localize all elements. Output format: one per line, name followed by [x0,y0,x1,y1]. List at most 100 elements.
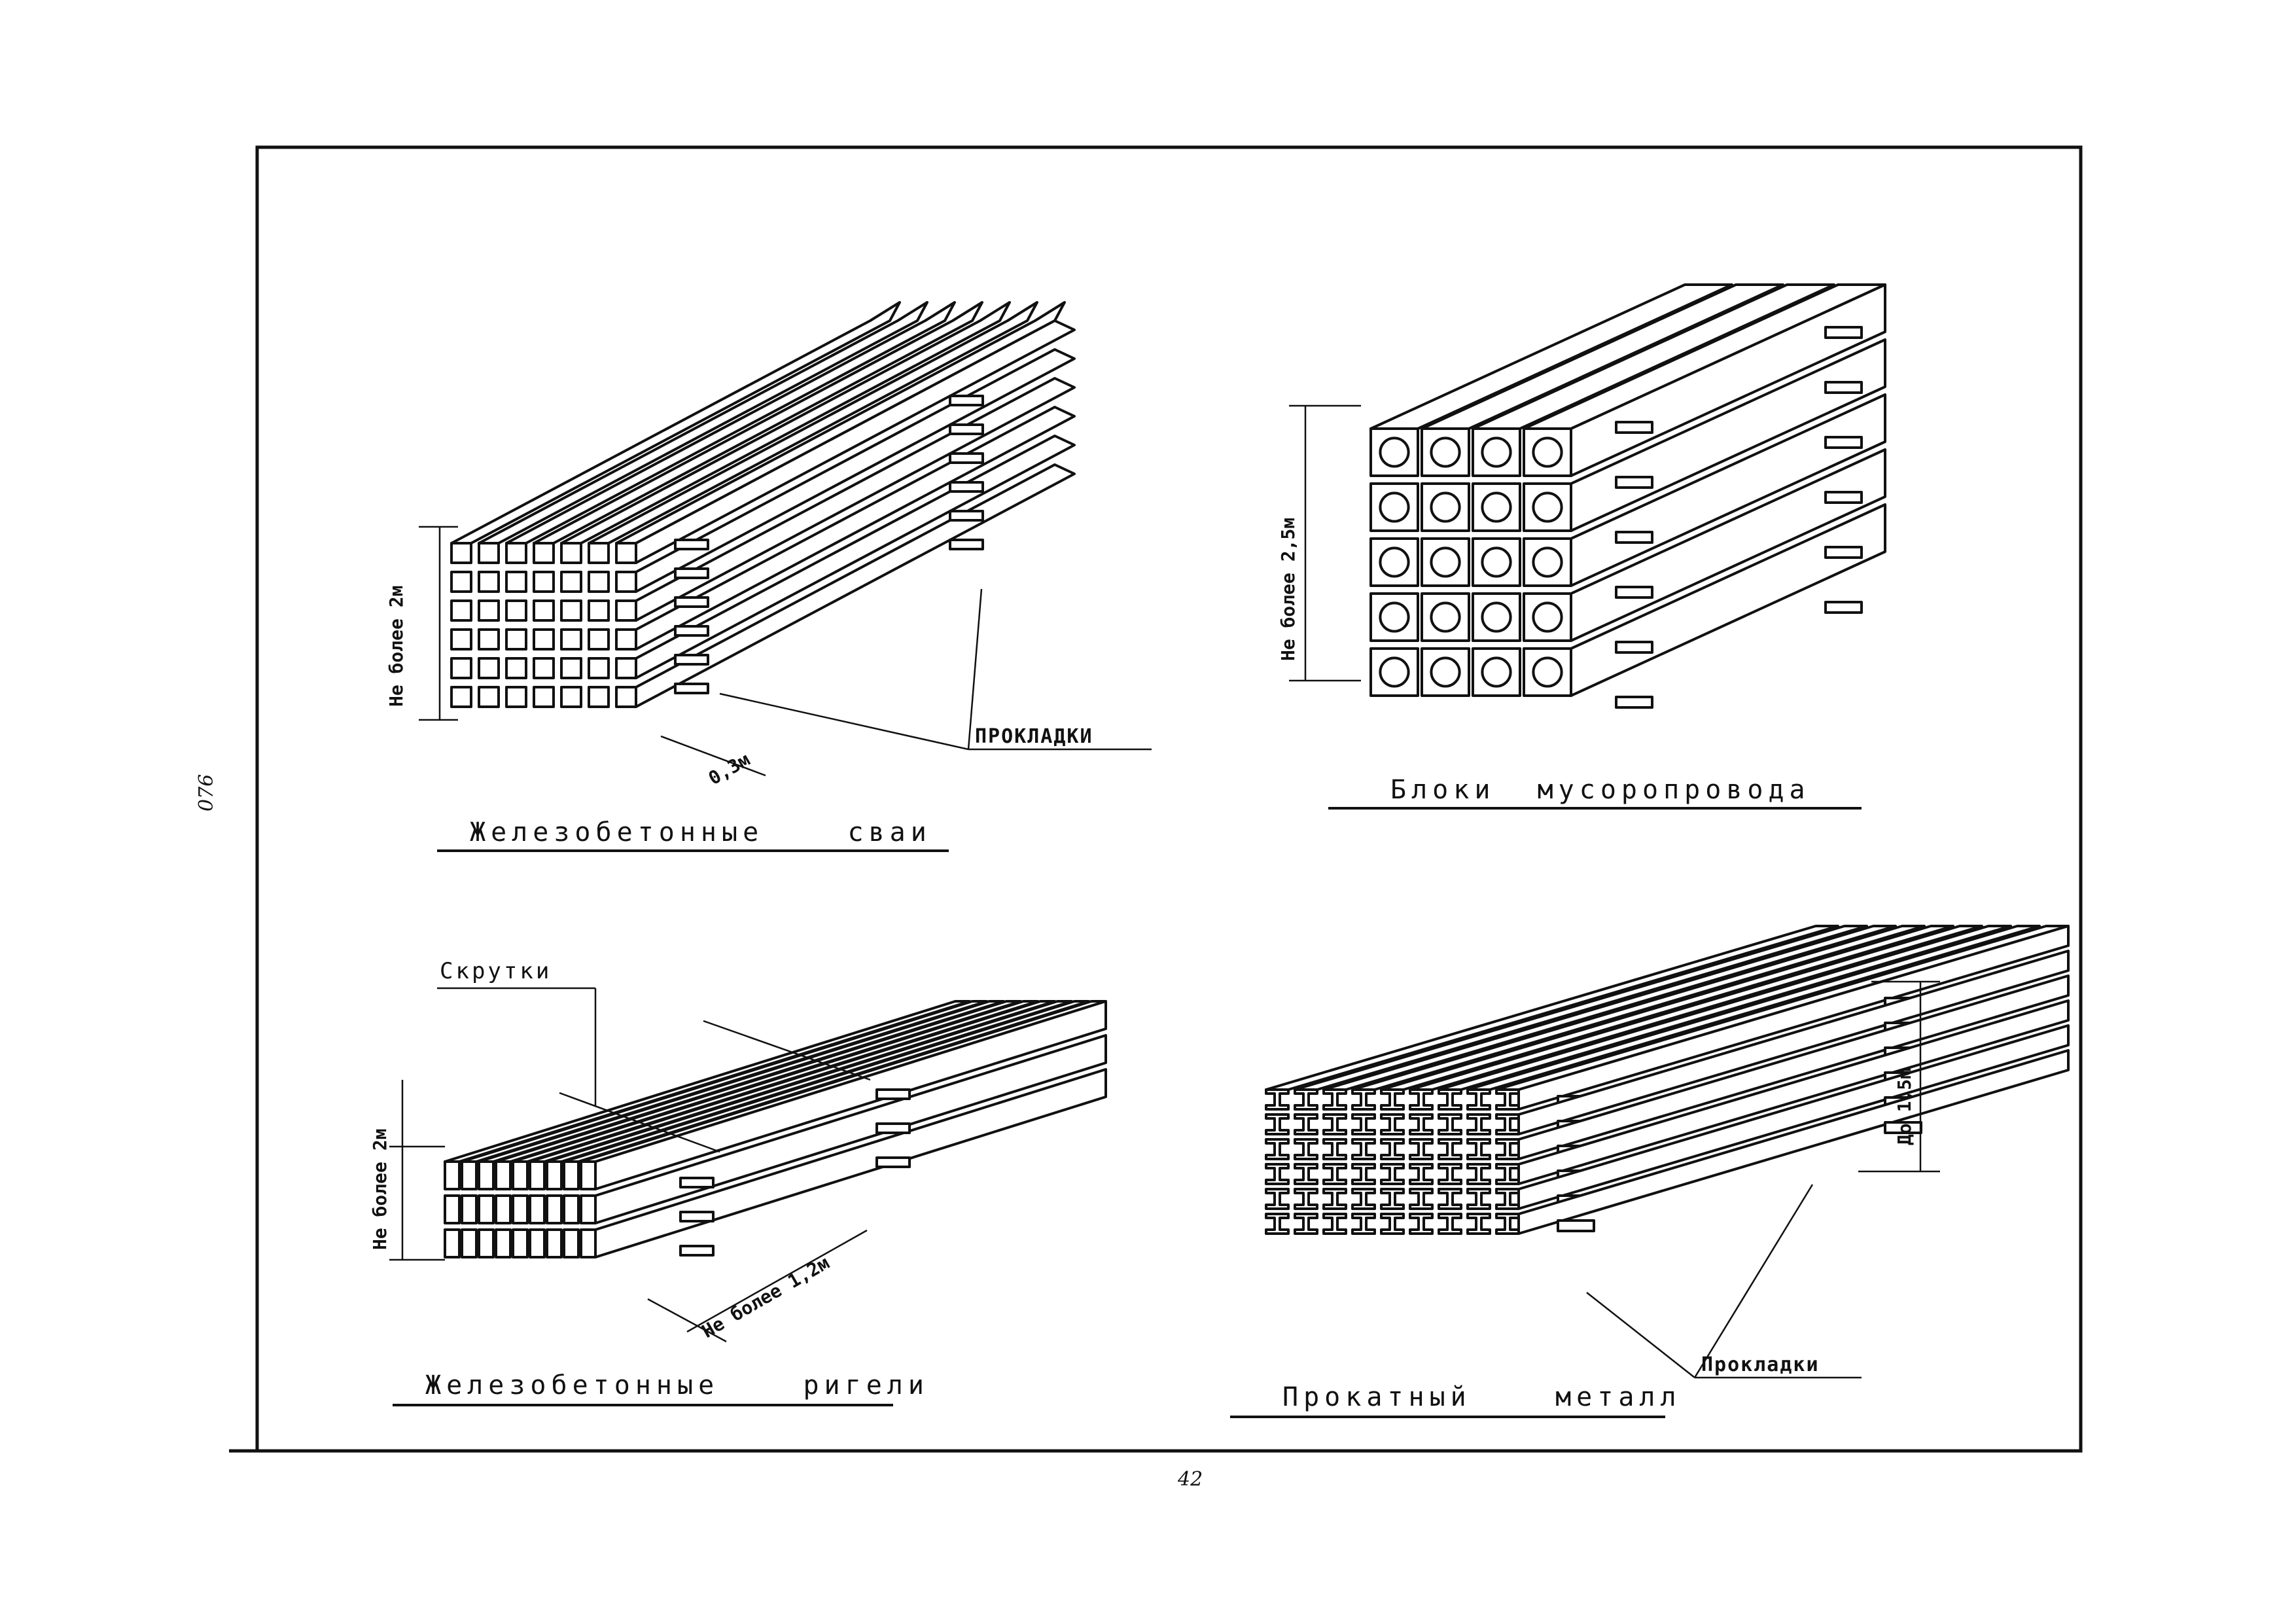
prism-front [461,1160,478,1190]
beam-section [1438,1213,1462,1235]
beam-side [1517,974,2070,1160]
chute-bore [1532,491,1563,523]
spacer [875,1156,911,1168]
beam-section [1294,1163,1318,1185]
chute-height-note: Не более 2,5м [1277,518,1299,661]
beam-section [1322,1138,1347,1160]
panel-crossbars: Скрутки Не более 2м Не более 1,2м Железо… [369,958,1107,1406]
pile-end [450,571,472,593]
pile-end [478,599,500,622]
beam-section [1265,1113,1290,1135]
prism-front [563,1160,580,1190]
spacer [1824,491,1863,504]
beam-section [1322,1088,1347,1111]
pile-end [560,542,582,564]
prism-front [444,1194,461,1224]
chute-caption: Блоки мусоропровода [1390,775,1810,805]
prism-front [495,1160,512,1190]
chute-bore [1430,601,1461,633]
beam-section [1495,1138,1520,1160]
beam-section [1351,1188,1376,1210]
piles-callout: ПРОКЛАДКИ [975,725,1093,748]
beam-section [1380,1213,1405,1235]
spacer [674,596,709,608]
chute-blocks-drawing [1369,283,1886,709]
rolled-metal-drawing [1265,925,2070,1235]
spacer [949,481,984,493]
pile-end [505,657,527,679]
spacer [679,1177,715,1188]
beam-section [1322,1188,1347,1210]
beam-section [1409,1163,1434,1185]
beam-section [1495,1163,1520,1185]
beam-section [1495,1213,1520,1235]
chute-bore [1532,546,1563,578]
pile-end [450,599,472,622]
chute-bore [1532,656,1563,688]
pile-end [560,571,582,593]
prism-front [529,1160,546,1190]
pile-end [478,571,500,593]
pile-end [615,628,637,651]
chute-bore [1532,437,1563,468]
pile-end [478,657,500,679]
pile-end [505,542,527,564]
spacer [949,423,984,435]
beam-section [1322,1113,1347,1135]
beam-section [1466,1113,1491,1135]
prism-front [495,1194,512,1224]
beam-side [1517,925,2070,1111]
pile-end [615,542,637,564]
chute-bore [1481,491,1512,523]
panel-rolled-metal: До 1,5м Прокладки Прокатный металл [1230,925,2070,1418]
pile-end [505,686,527,708]
pile-end [615,571,637,593]
spacer [1615,696,1653,709]
chute-bore [1481,656,1512,688]
pile-end [560,628,582,651]
metal-caption: Прокатный металл [1282,1382,1682,1412]
beam-section [1466,1188,1491,1210]
pile-end [450,686,472,708]
pile-end [533,542,555,564]
beam-section [1438,1113,1462,1135]
pile-end [560,599,582,622]
pile-end [588,571,610,593]
spacer [875,1088,911,1100]
pile-end [588,628,610,651]
crossbars-caption: Железобетонные ригели [425,1370,929,1400]
chute-bore [1379,656,1410,688]
beam-section [1294,1188,1318,1210]
spacer [679,1245,715,1257]
pile-end [478,628,500,651]
beam-section [1351,1088,1376,1111]
prism-front [444,1160,461,1190]
beam-section [1294,1138,1318,1160]
spacer [1824,601,1863,614]
pile-end [478,542,500,564]
pile-end [588,542,610,564]
spacer [949,539,984,550]
pile-end [560,657,582,679]
pile-end [478,686,500,708]
beam-section [1322,1213,1347,1235]
beam-section [1466,1213,1491,1235]
beam-section [1265,1188,1290,1210]
beam-section [1322,1163,1347,1185]
beam-section [1380,1088,1405,1111]
chute-bore [1532,601,1563,633]
beam-section [1438,1163,1462,1185]
beam-section [1265,1163,1290,1185]
pile-end [533,599,555,622]
prism-front [444,1228,461,1258]
pile-end [450,657,472,679]
crossbars-drawing [444,1000,1107,1258]
pile-end [588,599,610,622]
prism-front [580,1160,597,1190]
spacer [1824,326,1863,339]
prism-front [546,1194,563,1224]
panel-chute-blocks: Не более 2,5м Блоки мусоропровода [1277,283,1886,810]
beam-section [1265,1088,1290,1111]
pile-end [505,571,527,593]
